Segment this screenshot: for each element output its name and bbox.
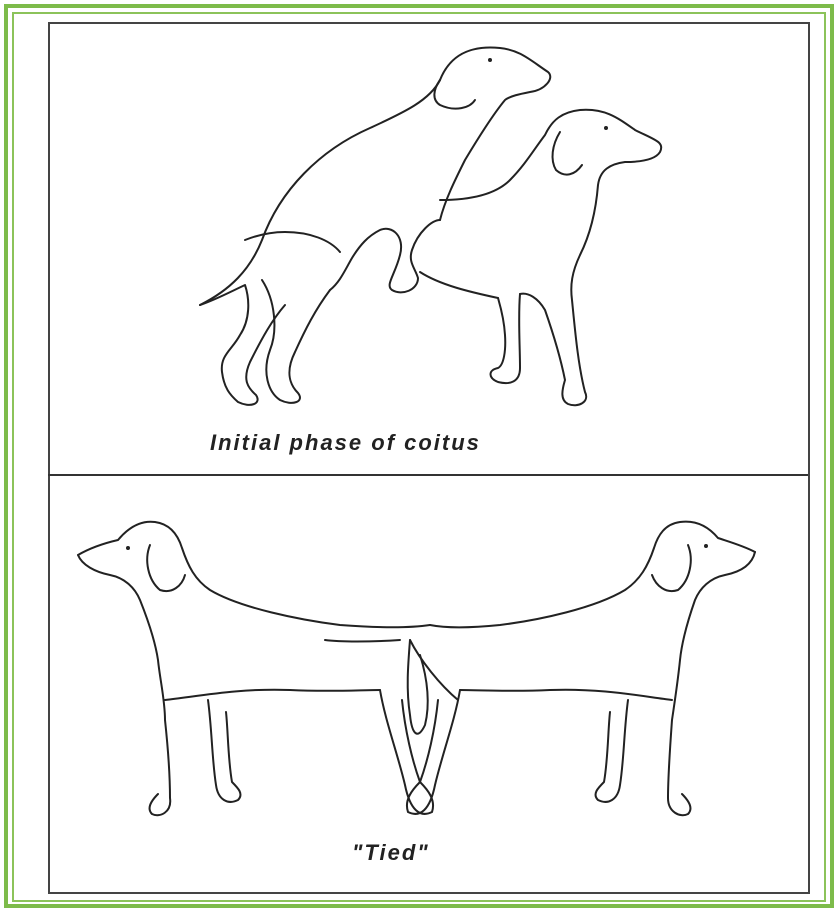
- standing-dog: [420, 110, 661, 406]
- left-tied-dog: [78, 522, 433, 816]
- right-tied-dog: [407, 522, 755, 816]
- mounting-dog: [200, 47, 550, 404]
- caption-tied: "Tied": [352, 840, 430, 866]
- caption-initial-phase: Initial phase of coitus: [210, 430, 481, 456]
